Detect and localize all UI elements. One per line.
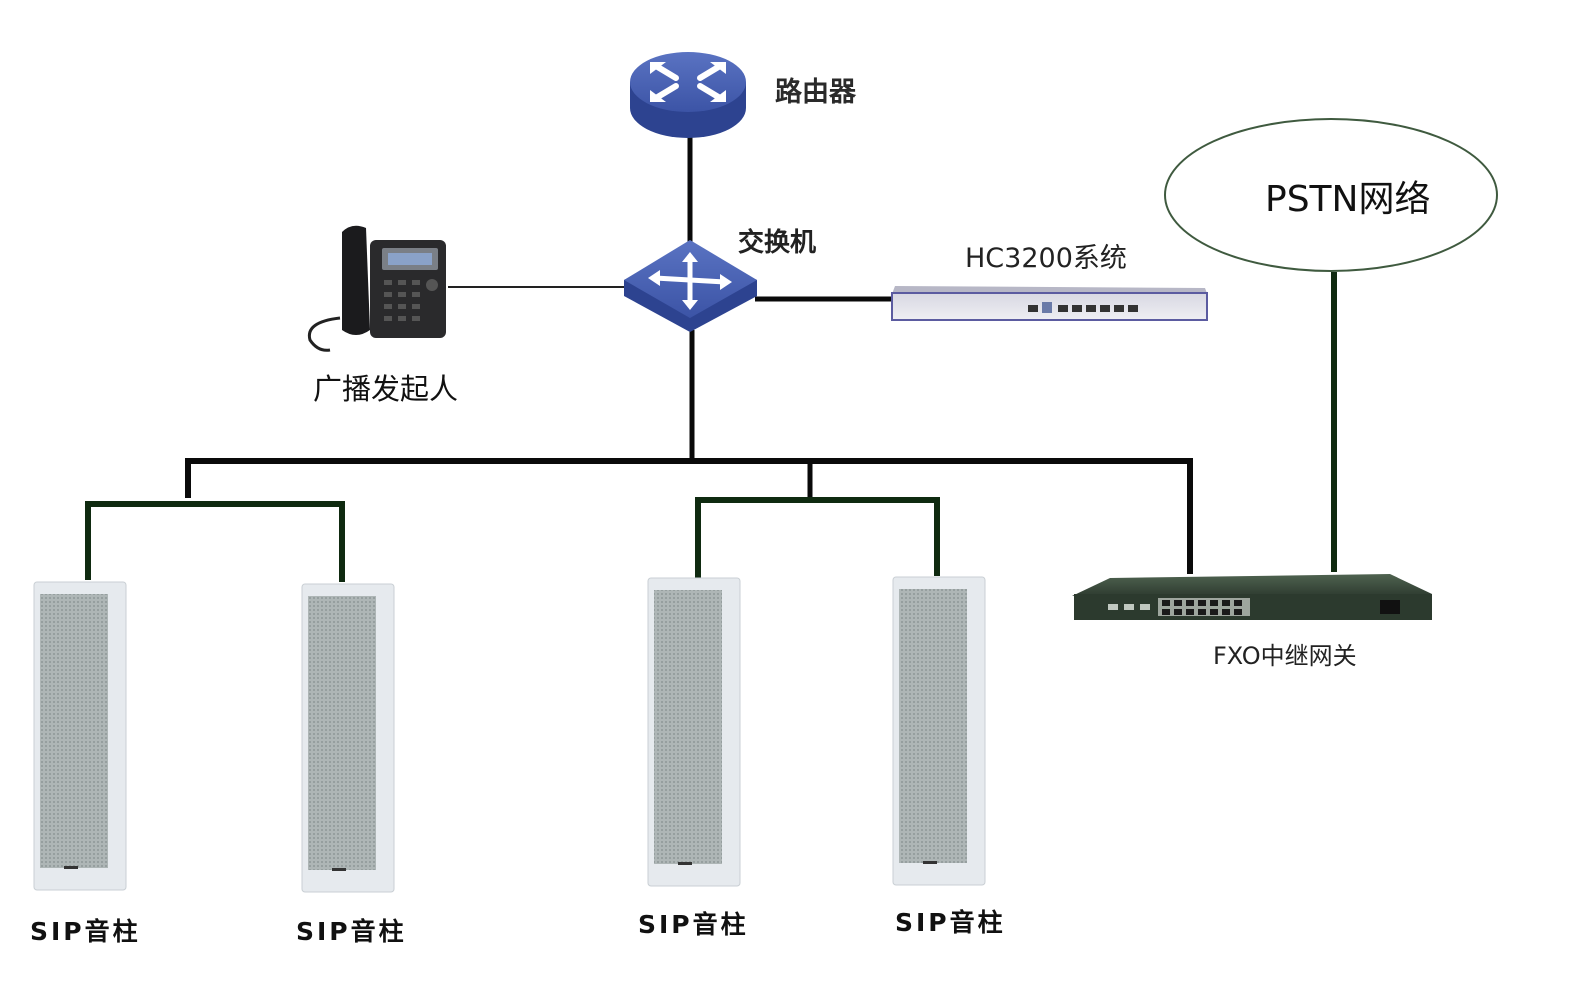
speaker-label: SIP音柱 bbox=[895, 908, 1006, 937]
switch-label: 交换机 bbox=[738, 228, 817, 258]
hc3200-label: HC3200系统 bbox=[965, 243, 1127, 274]
fxo-gateway-icon[interactable] bbox=[1072, 574, 1432, 620]
sip-speaker-column-icon[interactable] bbox=[301, 583, 395, 893]
phone-label: 广播发起人 bbox=[313, 372, 459, 406]
router-label: 路由器 bbox=[775, 77, 856, 108]
rack-server-icon[interactable] bbox=[891, 286, 1208, 321]
speaker-label: SIP音柱 bbox=[30, 917, 141, 946]
router-icon[interactable] bbox=[630, 52, 746, 138]
speaker-label: SIP音柱 bbox=[296, 917, 407, 946]
pstn-label: PSTN网络 bbox=[1265, 179, 1431, 220]
sip-speaker-column-icon[interactable] bbox=[33, 581, 127, 891]
pstn-cloud-ellipse[interactable] bbox=[1164, 118, 1498, 272]
branch-right-pair bbox=[695, 497, 940, 578]
main-bus-line bbox=[185, 458, 1193, 574]
sip-speaker-column-icon[interactable] bbox=[647, 577, 741, 887]
speaker-label: SIP音柱 bbox=[638, 910, 749, 939]
fxo-gateway-label: FXO中继网关 bbox=[1213, 642, 1357, 670]
branch-left-pair bbox=[85, 501, 345, 582]
ip-phone-icon[interactable] bbox=[307, 225, 446, 352]
sip-speaker-column-icon[interactable] bbox=[892, 576, 986, 886]
switch-icon[interactable] bbox=[624, 240, 757, 332]
connections bbox=[85, 135, 1337, 582]
speakers-group bbox=[33, 576, 986, 893]
